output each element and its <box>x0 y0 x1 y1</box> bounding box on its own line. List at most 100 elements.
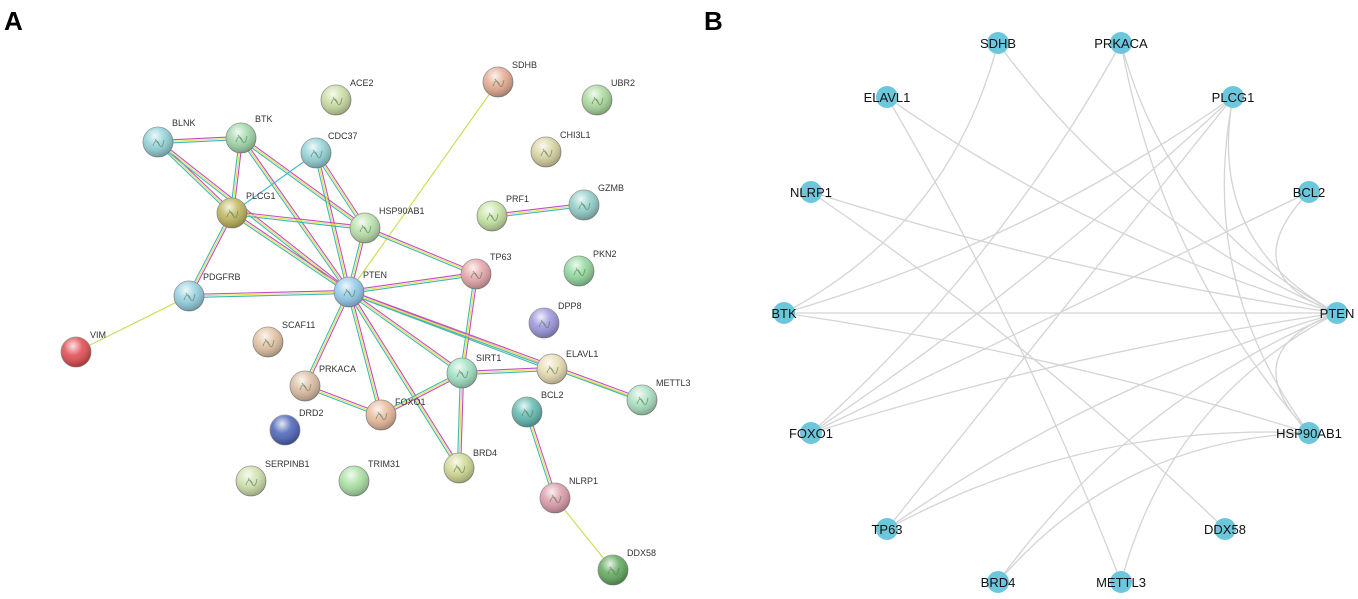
edge-pten-elavl1 <box>886 96 1338 314</box>
circle-node-prkaca[interactable]: PRKACA <box>1094 32 1148 54</box>
edge-btk-pten <box>239 136 351 294</box>
node-nlrp1[interactable]: NLRP1 <box>539 476 598 514</box>
node-bcl2[interactable]: BCL2 <box>511 390 564 428</box>
edge-hsp90ab1-tp63 <box>886 431 1310 530</box>
edge-cdc37-plcg1 <box>231 152 317 214</box>
circle-node-tp63[interactable]: TP63 <box>871 518 903 540</box>
node-tp63[interactable]: TP63 <box>460 252 512 290</box>
circle-node-label-nlrp1: NLRP1 <box>790 185 832 200</box>
node-label-pdgfrb: PDGFRB <box>203 272 241 282</box>
node-label-cdc37: CDC37 <box>328 131 358 141</box>
node-label-serpinb1: SERPINB1 <box>265 459 310 469</box>
circle-node-bcl2[interactable]: BCL2 <box>1293 181 1326 203</box>
circle-node-nlrp1[interactable]: NLRP1 <box>790 181 832 203</box>
edge-plcg1-pdgfrb <box>187 212 234 297</box>
circle-node-plcg1[interactable]: PLCG1 <box>1212 86 1255 108</box>
node-label-elavl1: ELAVL1 <box>566 349 598 359</box>
node-label-dpp8: DPP8 <box>558 301 582 311</box>
network-a-nodes: BLNK BTK CDC37 ACE2 SDHB UBR2CHI3L1PLCG1HSP90… <box>60 60 691 586</box>
network-b-edges <box>783 42 1338 583</box>
node-label-foxo1: FOXO1 <box>395 397 426 407</box>
edge-plcg1-hsp90ab1 <box>231 210 366 231</box>
circle-node-mettl3[interactable]: METTL3 <box>1096 571 1146 593</box>
node-label-sirt1: SIRT1 <box>476 353 501 363</box>
node-label-nlrp1: NLRP1 <box>569 476 598 486</box>
node-pdgfrb[interactable]: PDGFRB <box>173 272 241 312</box>
edge-nlrp1-ddx58 <box>810 191 1226 530</box>
node-blnk[interactable]: BLNK <box>142 118 196 158</box>
node-scaf11[interactable]: SCAF11 <box>252 320 315 358</box>
circle-node-ddx58[interactable]: DDX58 <box>1204 518 1246 540</box>
edge-sdhb-pten <box>348 81 499 293</box>
edge-pdgfrb-vim <box>75 295 190 353</box>
circle-node-elavl1[interactable]: ELAVL1 <box>864 86 911 108</box>
node-label-ace2: ACE2 <box>350 78 374 88</box>
edge-pten-sirt1 <box>347 290 464 375</box>
node-label-tp63: TP63 <box>490 252 512 262</box>
circle-node-label-bcl2: BCL2 <box>1293 185 1326 200</box>
node-pkn2[interactable]: PKN2 <box>563 249 617 287</box>
edge-pdgfrb-pten <box>188 289 350 299</box>
node-label-drd2: DRD2 <box>299 408 324 418</box>
edge-sirt1-brd4 <box>456 372 465 469</box>
node-label-gzmb: GZMB <box>598 183 624 193</box>
circle-node-brd4[interactable]: BRD4 <box>981 571 1016 593</box>
node-label-vim: VIM <box>90 330 106 340</box>
edge-btk-sdhb <box>783 42 999 314</box>
node-ace2[interactable]: ACE2 <box>320 78 374 116</box>
edge-hsp90ab1-brd4 <box>997 432 1310 583</box>
node-btk[interactable]: BTK <box>225 114 273 154</box>
node-label-ddx58: DDX58 <box>627 548 656 558</box>
circle-node-sdhb[interactable]: SDHB <box>980 32 1016 54</box>
edge-pten-plcg1 <box>1227 96 1338 314</box>
node-drd2[interactable]: DRD2 <box>269 408 324 446</box>
panel-a-label: A <box>4 6 23 36</box>
node-plcg1[interactable]: PLCG1 <box>216 191 276 229</box>
node-brd4[interactable]: BRD4 <box>443 448 497 484</box>
edge-pten-brd4 <box>347 290 461 470</box>
edge-pten-brd4 <box>997 312 1338 583</box>
node-foxo1[interactable]: FOXO1 <box>365 397 426 431</box>
circle-node-foxo1[interactable]: FOXO1 <box>789 422 833 444</box>
node-cdc37[interactable]: CDC37 <box>300 131 358 169</box>
edge-pten-tp63 <box>348 271 477 295</box>
circle-node-label-sdhb: SDHB <box>980 36 1016 51</box>
edge-pten-prkaca <box>303 291 351 387</box>
node-sdhb[interactable]: SDHB <box>482 60 537 98</box>
node-dpp8[interactable]: DPP8 <box>528 301 582 339</box>
node-prkaca[interactable]: PRKACA <box>289 364 356 402</box>
node-vim[interactable]: VIM <box>60 330 106 368</box>
circle-node-hsp90ab1[interactable]: HSP90AB1 <box>1276 422 1342 444</box>
edge-plcg1-btk <box>783 96 1234 314</box>
circle-node-label-brd4: BRD4 <box>981 575 1016 590</box>
edge-pten-foxo1 <box>810 312 1338 434</box>
circle-node-label-btk: BTK <box>771 306 797 321</box>
node-trim31[interactable]: TRIM31 <box>338 459 400 497</box>
node-gzmb[interactable]: GZMB <box>568 183 624 221</box>
node-pten[interactable]: PTEN <box>333 270 387 308</box>
edge-pten-nlrp1 <box>810 191 1338 314</box>
node-label-pten: PTEN <box>363 270 387 280</box>
node-sirt1[interactable]: SIRT1 <box>446 353 501 389</box>
node-label-blnk: BLNK <box>172 118 196 128</box>
circle-node-label-foxo1: FOXO1 <box>789 426 833 441</box>
node-mettl3[interactable]: METTL3 <box>626 378 691 416</box>
edge-pten-tp63 <box>886 312 1338 530</box>
circle-node-label-hsp90ab1: HSP90AB1 <box>1276 426 1342 441</box>
node-prf1[interactable]: PRF1 <box>476 194 529 232</box>
node-ddx58[interactable]: DDX58 <box>597 548 656 586</box>
node-label-plcg1: PLCG1 <box>246 191 276 201</box>
circle-node-pten[interactable]: PTEN <box>1320 302 1355 324</box>
edge-pten-mettl3 <box>1120 312 1338 583</box>
node-elavl1[interactable]: ELAVL1 <box>536 349 598 385</box>
node-chi3l1[interactable]: CHI3L1 <box>530 130 591 168</box>
node-label-hsp90ab1: HSP90AB1 <box>379 206 425 216</box>
node-hsp90ab1[interactable]: HSP90AB1 <box>349 206 425 244</box>
circle-node-btk[interactable]: BTK <box>771 302 797 324</box>
edge-pten-bcl2 <box>1275 191 1338 314</box>
node-serpinb1[interactable]: SERPINB1 <box>235 459 310 497</box>
node-label-sdhb: SDHB <box>512 60 537 70</box>
node-ubr2[interactable]: UBR2 <box>581 78 635 116</box>
circle-node-label-mettl3: METTL3 <box>1096 575 1146 590</box>
